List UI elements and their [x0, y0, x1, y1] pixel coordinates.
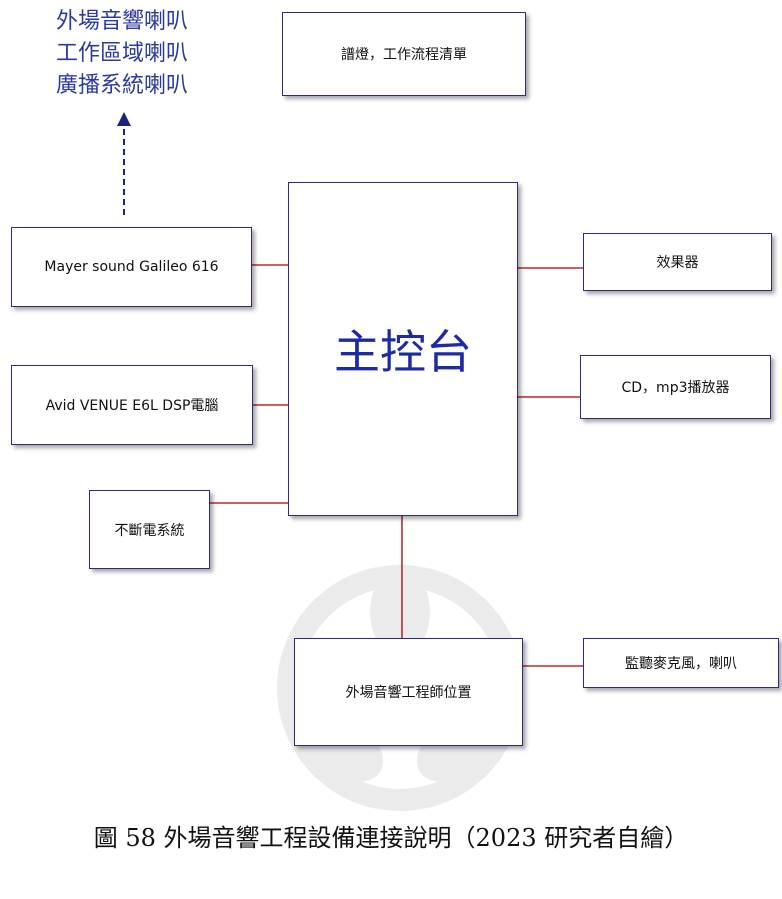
effects-box: 效果器: [583, 233, 772, 291]
speaker-output-item: 外場音響喇叭: [56, 9, 189, 34]
cd-player-box: CD，mp3播放器: [580, 355, 771, 419]
lighting-workflow-box: 譜燈，工作流程清單: [282, 12, 526, 96]
lighting-workflow-label: 譜燈，工作流程清單: [341, 47, 467, 63]
main-console-box: 主控台: [288, 182, 518, 516]
up-arrow: [117, 112, 131, 215]
monitor-label: 監聽麥克風，喇叭: [625, 656, 737, 672]
ups-label: 不斷電系統: [114, 522, 185, 539]
monitor-box: 監聽麥克風，喇叭: [583, 638, 779, 688]
avid-venue-label: Avid VENUE E6L DSP電腦: [45, 398, 219, 414]
mayer-sound-box: Mayer sound Galileo 616: [11, 227, 252, 307]
speaker-outputs-list: 外場音響喇叭 工作區域喇叭 廣播系統喇叭: [56, 6, 236, 102]
effects-label: 效果器: [656, 255, 699, 271]
speaker-output-item: 廣播系統喇叭: [56, 73, 189, 98]
figure-caption: 圖 58 外場音響工程設備連接說明（2023 研究者自繪）: [93, 824, 689, 852]
speaker-output-item: 工作區域喇叭: [56, 41, 189, 66]
ups-box: 不斷電系統: [89, 490, 210, 569]
cd-player-label: CD，mp3播放器: [621, 380, 730, 396]
mayer-sound-label: Mayer sound Galileo 616: [44, 259, 219, 275]
foh-engineer-box: 外場音響工程師位置: [294, 638, 523, 746]
main-console-label: 主控台: [334, 325, 472, 379]
foh-engineer-label: 外場音響工程師位置: [345, 685, 472, 701]
avid-venue-box: Avid VENUE E6L DSP電腦: [11, 365, 253, 445]
